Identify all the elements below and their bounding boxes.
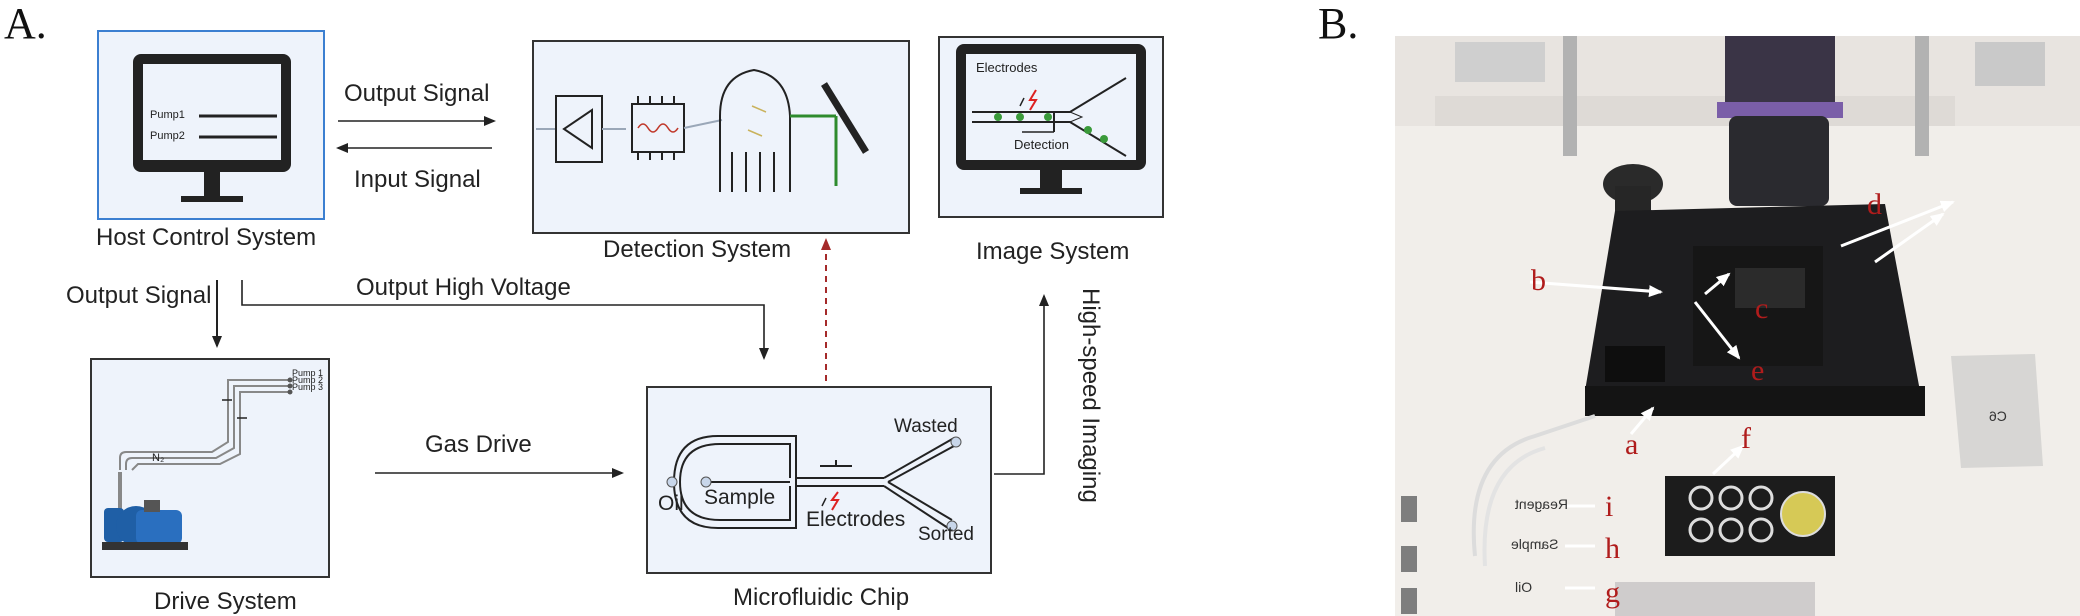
chip-oil-label: Oil [658,492,684,515]
high-voltage-label: Output High Voltage [356,274,571,301]
instrument-illustration [1395,36,2080,616]
port-sample-label: Sample [1511,536,1559,552]
imaging-arrow [994,294,1049,475]
monitor-icon [133,54,291,202]
panel-a-letter: A. [4,0,47,48]
host-pump1-label: Pump1 [150,109,185,121]
photo-label-b: b [1531,264,1546,297]
photo-label-g: g [1605,576,1620,609]
drive-pump-3: Pump 3 [292,382,324,392]
photo-label-h: h [1605,532,1620,565]
tray-label: C6 [1989,408,2007,424]
photo-label-f: f [1741,422,1751,455]
chip-wasted-label: Wasted [894,416,958,437]
drive-pump-list: Pump 1 Pump 2 Pump 3 [292,368,324,392]
output-signal-label: Output Signal [344,80,490,107]
gas-drive-label: Gas Drive [425,431,532,458]
chip-label: Microfluidic Chip [733,584,910,611]
high-speed-imaging-label: High-speed Imaging [1077,288,1104,503]
chip-icon [666,435,962,532]
detection-box [532,40,910,234]
drive-pump-2: Pump 2 [292,375,324,385]
port-oil-label: Oil [1515,579,1533,595]
host-pump2-label: Pump2 [150,130,185,142]
image-box: Electrodes Detection [938,36,1164,218]
image-monitor-icon [956,44,1146,194]
drive-pump-1: Pump 1 [292,368,324,378]
image-label: Image System [976,238,1130,265]
chip-box: Oil Sample Electrodes Wasted Sorted [646,386,992,574]
port-reagent-label: Reagent [1515,496,1568,512]
instrument-photo: Reagent Sample Oil C6 a b c d e f g h i [1395,36,2080,616]
panel-b-letter: B. [1318,0,1359,48]
image-electrodes-label: Electrodes [976,60,1038,75]
chip-sample-label: Sample [704,486,776,509]
detection-icon [536,68,869,192]
output-signal-left-label: Output Signal [66,282,212,309]
detection-label: Detection System [603,236,792,263]
host-control-box: Pump1 Pump2 [97,30,325,220]
chip-electrodes-label: Electrodes [806,508,906,531]
drive-label: Drive System [154,588,297,615]
photo-label-c: c [1755,292,1769,325]
drive-icon [102,377,293,550]
drive-gas-label: N₂ [152,452,165,464]
chip-sorted-label: Sorted [918,524,974,545]
photo-label-e: e [1751,354,1765,387]
photo-label-i: i [1605,490,1614,523]
photo-label-a: a [1625,428,1639,461]
drive-box: N₂ Pump 1 Pump 2 Pump 3 [90,358,330,578]
high-voltage-arrow [241,280,769,360]
input-signal-label: Input Signal [354,166,481,193]
image-detection-label: Detection [1014,137,1069,152]
host-control-label: Host Control System [96,224,317,251]
photo-label-d: d [1867,188,1882,221]
